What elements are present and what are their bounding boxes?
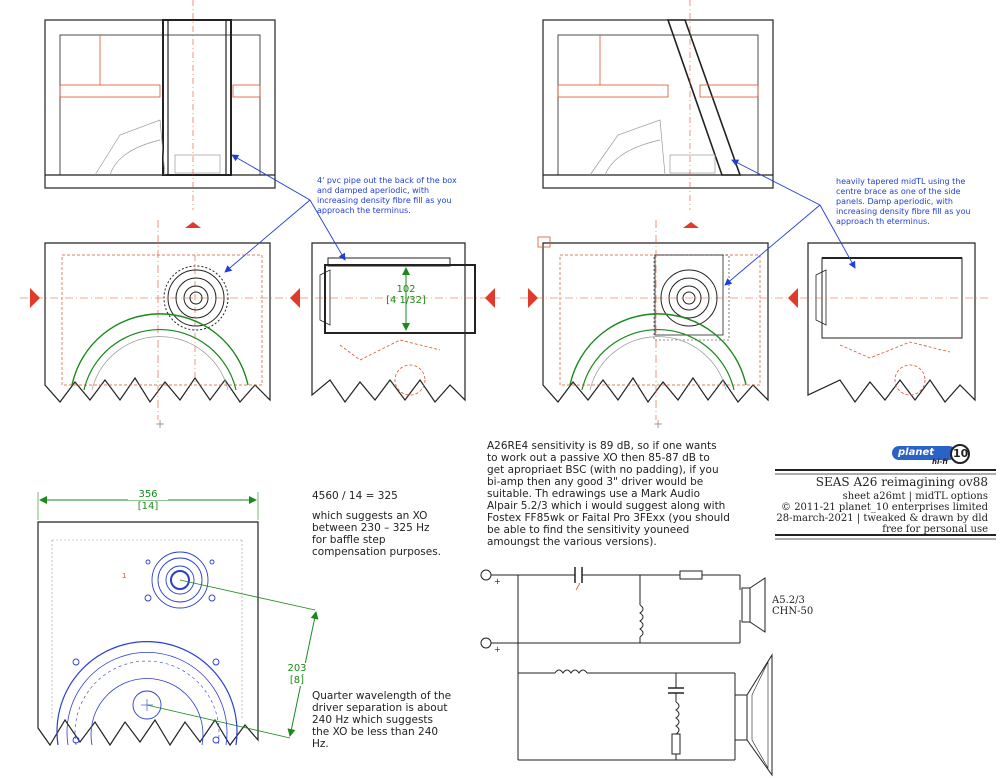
title-block: planet hi-fi 10 SEAS A26 reimagining ov8… <box>773 440 996 540</box>
width-dim-in: [14] <box>137 501 159 512</box>
midtl-note: heavily tapered midTL using the centre b… <box>836 177 971 226</box>
far-right-side-view <box>800 242 990 404</box>
pipe-dim-mm: 102 <box>396 284 416 295</box>
sensitivity-note: A26RE4 sensitivity is 89 dB, so if one w… <box>487 440 730 548</box>
planet10-logo: planet hi-fi 10 <box>892 444 972 466</box>
terminal-plus-2: + <box>494 645 501 654</box>
license-line: free for personal use <box>882 524 988 535</box>
top-right-section-view <box>542 0 774 210</box>
mid-left-front-view: + <box>20 220 300 431</box>
quarter-wave-note: Quarter wavelength of the driver separat… <box>312 690 452 750</box>
pvc-pipe-note: 4' pvc pipe out the back of the box and … <box>317 176 457 215</box>
calc-line: 4560 / 14 = 325 <box>312 490 398 502</box>
svg-text:+: + <box>155 417 165 431</box>
width-dim-mm: 356 <box>128 489 168 500</box>
sep-dim-in: [8] <box>282 675 312 686</box>
terminal-plus-1: + <box>494 577 501 586</box>
xo-note: which suggests an XO between 230 – 325 H… <box>312 510 442 558</box>
driver-label-model: CHN-50 <box>772 606 814 617</box>
mid-right-front-view: + <box>520 220 800 431</box>
svg-text:1: 1 <box>122 572 126 580</box>
top-left-section-view <box>44 0 276 210</box>
title-block-frame <box>775 469 996 540</box>
copyright-line: © 2011-21 planet_10 enterprises limited <box>781 502 988 513</box>
driver-label-fullrange: A5.2/3 <box>772 595 805 606</box>
sheet-subtitle: sheet a26mt | midTL options <box>842 491 988 502</box>
sep-dim-mm: 203 <box>282 663 312 674</box>
crossover-schematic <box>480 567 773 777</box>
mid-side-view-pipe <box>300 242 500 404</box>
pipe-dim-in: [4 1/32] <box>386 295 426 306</box>
svg-text:+: + <box>653 417 663 431</box>
sheet-title: SEAS A26 reimagining ov88 <box>815 475 988 489</box>
credit-line: 28-march-2021 | tweaked & drawn by dld <box>776 513 988 524</box>
callout-leaders <box>224 154 856 286</box>
bottom-left-front-elevation: 1 <box>37 492 319 747</box>
